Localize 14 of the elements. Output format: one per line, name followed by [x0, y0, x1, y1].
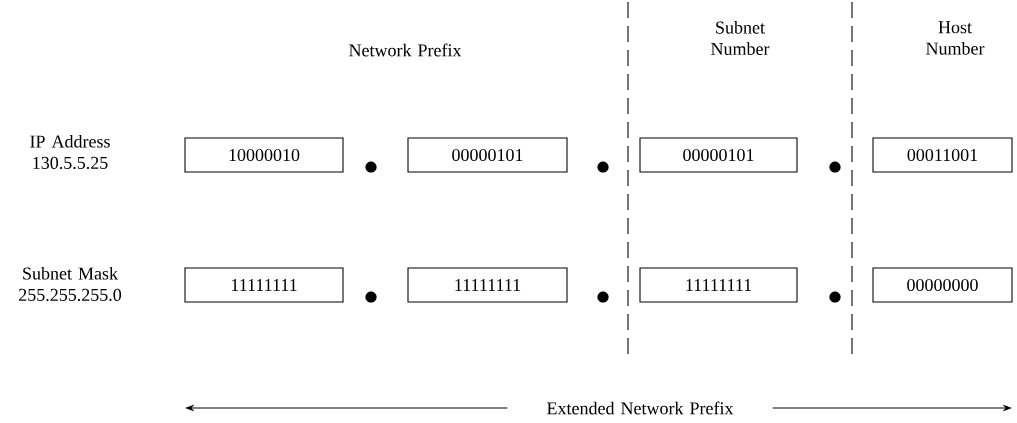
label: Network Prefix: [349, 43, 462, 57]
label: Subnet Number: [711, 21, 770, 55]
bit-box: 11111111: [639, 267, 798, 303]
bit-box: 00011001: [872, 137, 1013, 173]
label: IP Address 130.5.5.25: [30, 134, 110, 170]
bit-box: 00000101: [407, 137, 568, 173]
bit-box: 11111111: [184, 267, 344, 303]
label: Subnet Mask 255.255.255.0: [19, 266, 122, 302]
label: Host Number: [926, 21, 985, 55]
label: Extended Network Prefix: [507, 398, 773, 418]
bit-box: 00000000: [872, 267, 1013, 303]
bit-box: 10000010: [184, 137, 344, 173]
bit-box: 00000101: [639, 137, 798, 173]
bit-box: 11111111: [407, 267, 568, 303]
